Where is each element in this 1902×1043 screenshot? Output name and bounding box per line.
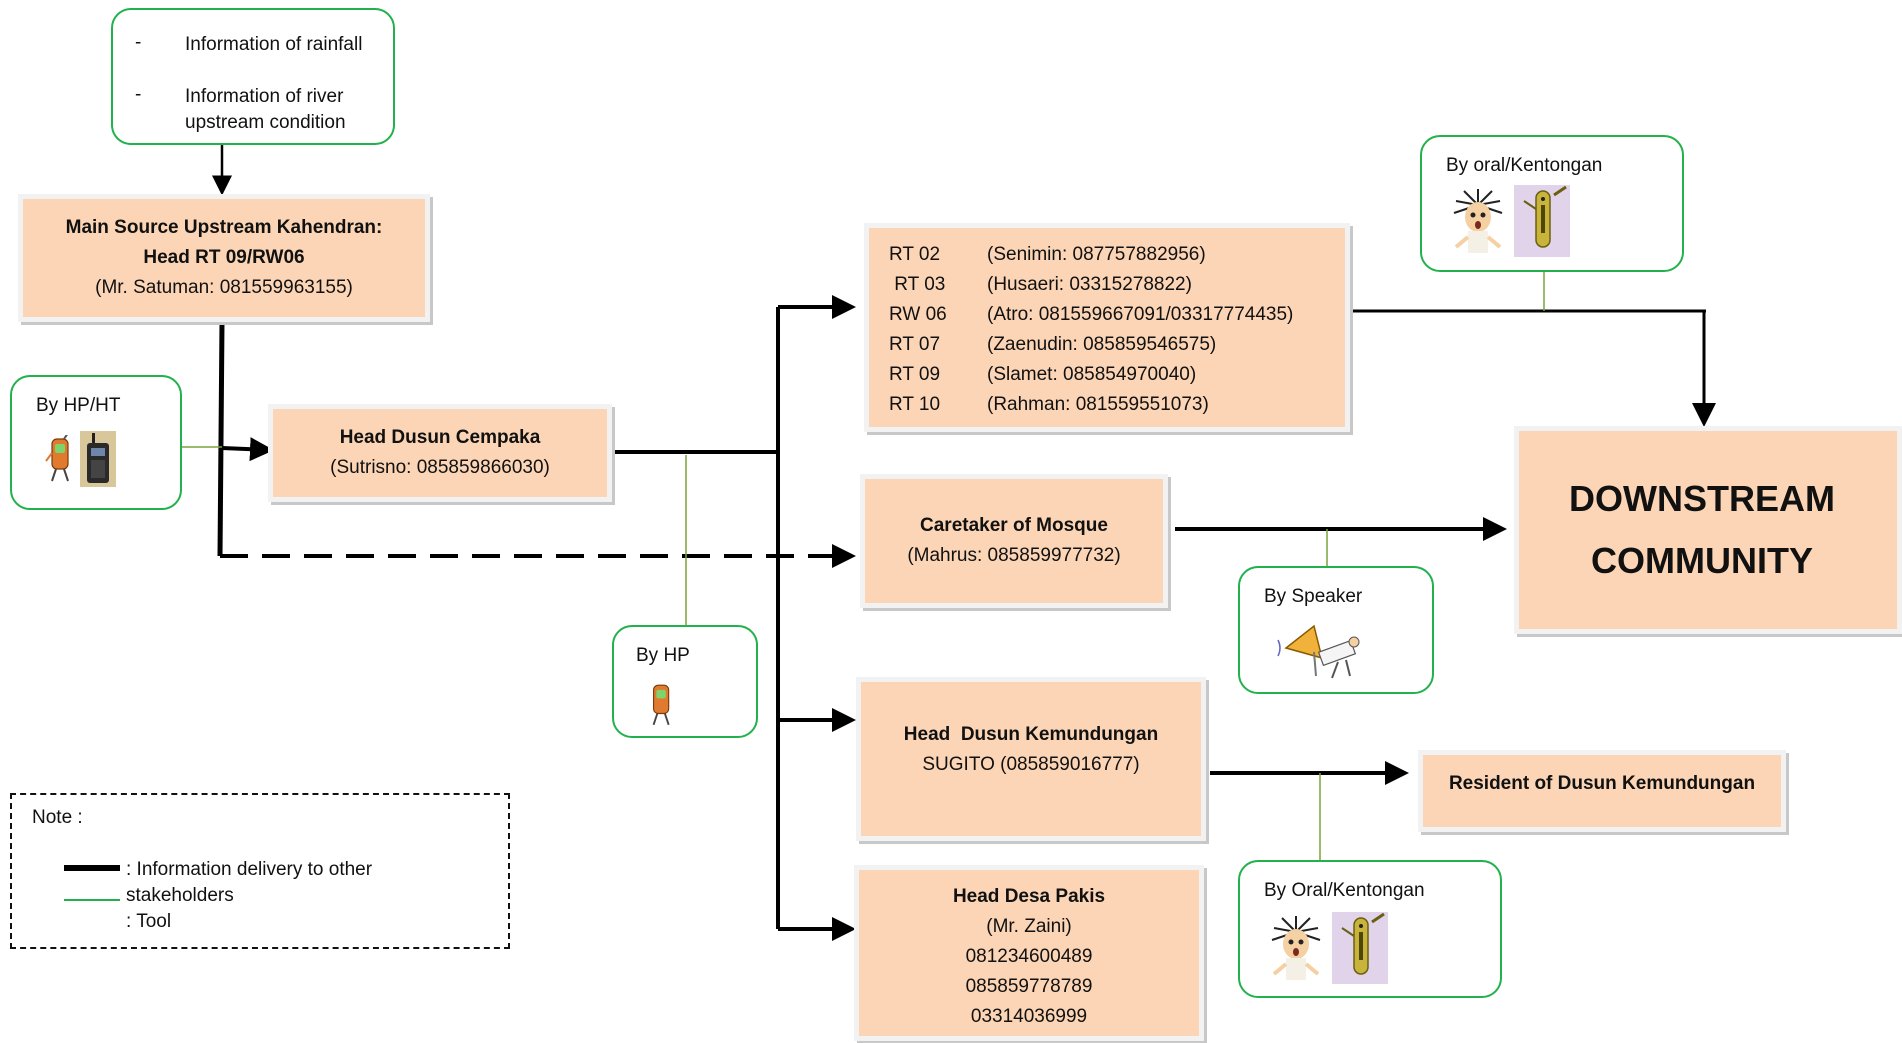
- desa-line: 03314036999: [970, 1006, 1088, 1027]
- rt-row: RT 10 (Rahman: 081559551073): [889, 390, 1293, 420]
- rt-code: RT 10: [889, 394, 941, 415]
- mobile-phone-icon: [45, 435, 69, 482]
- rt-contact: (Atro: 081559667091/03317774435): [987, 304, 1294, 325]
- legend-note: Note : : Information delivery to other s…: [10, 793, 510, 949]
- rt-code: RT 09: [889, 364, 941, 385]
- kentongan-drum-icon: [1332, 912, 1388, 984]
- arrow-to-cempaka: [221, 437, 274, 462]
- tool-box-hp: By HP: [612, 625, 758, 738]
- caretaker-title: Caretaker of Mosque: [920, 515, 1108, 536]
- kentongan-drum-icon: [1514, 185, 1570, 257]
- rt-row: RT 02 (Senimin: 087757882956): [889, 240, 1293, 270]
- caretaker-contact: (Mahrus: 085859977732): [907, 545, 1121, 566]
- main-source-head: Head RT 09/RW06: [143, 247, 305, 268]
- downstream-community-box: DOWNSTREAM COMMUNITY: [1514, 426, 1902, 634]
- legend-thick-line-text-cont: stakeholders: [126, 885, 234, 906]
- kemundungan-contact: SUGITO (085859016777): [922, 754, 1140, 775]
- rt-row: RT 09 (Slamet: 085854970040): [889, 360, 1293, 390]
- rt-contact: (Senimin: 087757882956): [987, 244, 1206, 265]
- rt-row: RT 03 (Husaeri: 03315278822): [889, 270, 1293, 300]
- main-source-box: Main Source Upstream Kahendran: Head RT …: [18, 194, 430, 322]
- head-dusun-cempaka-box: Head Dusun Cempaka (Sutrisno: 0858598660…: [268, 404, 612, 502]
- resident-title: Resident of Dusun Kemundungan: [1448, 773, 1756, 794]
- tool-label-hp: By HP: [636, 645, 690, 666]
- bullet-river-condition: Information of river upstream condition: [185, 86, 346, 133]
- rt-code: RW 06: [889, 304, 947, 325]
- caretaker-mosque-box: Caretaker of Mosque (Mahrus: 08585997773…: [860, 474, 1168, 608]
- legend-thin-line-text: : Tool: [126, 911, 172, 932]
- note-title: Note :: [32, 807, 83, 828]
- legend-thick-line-text: : Information delivery to other: [126, 859, 373, 880]
- shocked-person-icon: [1271, 916, 1321, 980]
- rt-contact: (Zaenudin: 085859546575): [987, 334, 1217, 355]
- head-kemundungan-box: Head Dusun Kemundungan SUGITO (085859016…: [856, 677, 1206, 841]
- desa-title: Head Desa Pakis: [952, 886, 1106, 907]
- rt-contact: (Husaeri: 03315278822): [987, 274, 1192, 295]
- tool-box-oral-bottom: By Oral/Kentongan: [1238, 860, 1502, 998]
- shocked-person-icon: [1453, 189, 1503, 253]
- cempaka-contact: (Sutrisno: 085859866030): [330, 457, 550, 478]
- info-source-box: - Information of rainfall - Information …: [111, 8, 395, 145]
- main-source-contact: (Mr. Satuman: 081559963155): [95, 277, 353, 298]
- desa-line: 081234600489: [965, 946, 1093, 967]
- head-desa-pakis-box: Head Desa Pakis (Mr. Zaini) 081234600489…: [854, 865, 1204, 1041]
- tool-box-speaker: By Speaker: [1238, 566, 1434, 694]
- rt-code: RT 07: [889, 334, 941, 355]
- rt-contact: (Slamet: 085854970040): [987, 364, 1197, 385]
- rt-row: RT 07 (Zaenudin: 085859546575): [889, 330, 1293, 360]
- desa-line: (Mr. Zaini): [986, 916, 1072, 937]
- downstream-line2: COMMUNITY: [1591, 540, 1813, 581]
- loudspeaker-icon: [1277, 624, 1360, 679]
- resident-box: Resident of Dusun Kemundungan: [1418, 750, 1786, 832]
- trunk-main-down: [217, 321, 225, 557]
- rt-row: RW 06 (Atro: 081559667091/03317774435): [889, 300, 1293, 330]
- bullet-rainfall: Information of rainfall: [185, 34, 363, 55]
- rt-contact: (Rahman: 081559551073): [987, 394, 1209, 415]
- bullet-dash: -: [135, 32, 142, 53]
- rt-code: RT 03: [889, 274, 946, 295]
- legend-thick-line-sample: [64, 865, 120, 871]
- rt-leaders-box: RT 02 (Senimin: 087757882956) RT 03 (Hus…: [864, 223, 1350, 432]
- tool-label-oral-bottom: By Oral/Kentongan: [1264, 880, 1425, 901]
- main-source-title: Main Source Upstream Kahendran:: [65, 217, 383, 238]
- legend-thin-line-sample: [64, 899, 120, 901]
- tool-box-hp-ht: By HP/HT: [10, 375, 182, 510]
- kemundungan-title: Head Dusun Kemundungan: [903, 724, 1159, 745]
- rt-code: RT 02: [889, 244, 941, 265]
- downstream-line1: DOWNSTREAM: [1569, 478, 1835, 519]
- tool-label-speaker: By Speaker: [1264, 586, 1363, 607]
- desa-line: 085859778789: [965, 976, 1093, 997]
- bullet-dash: -: [135, 84, 142, 105]
- cempaka-title: Head Dusun Cempaka: [339, 427, 541, 448]
- tool-label-oral-top: By oral/Kentongan: [1446, 155, 1603, 176]
- mobile-phone-icon: [652, 684, 670, 726]
- tool-box-oral-top: By oral/Kentongan: [1420, 135, 1684, 272]
- tool-label-hp-ht: By HP/HT: [36, 395, 121, 416]
- walkie-talkie-icon: [80, 431, 116, 487]
